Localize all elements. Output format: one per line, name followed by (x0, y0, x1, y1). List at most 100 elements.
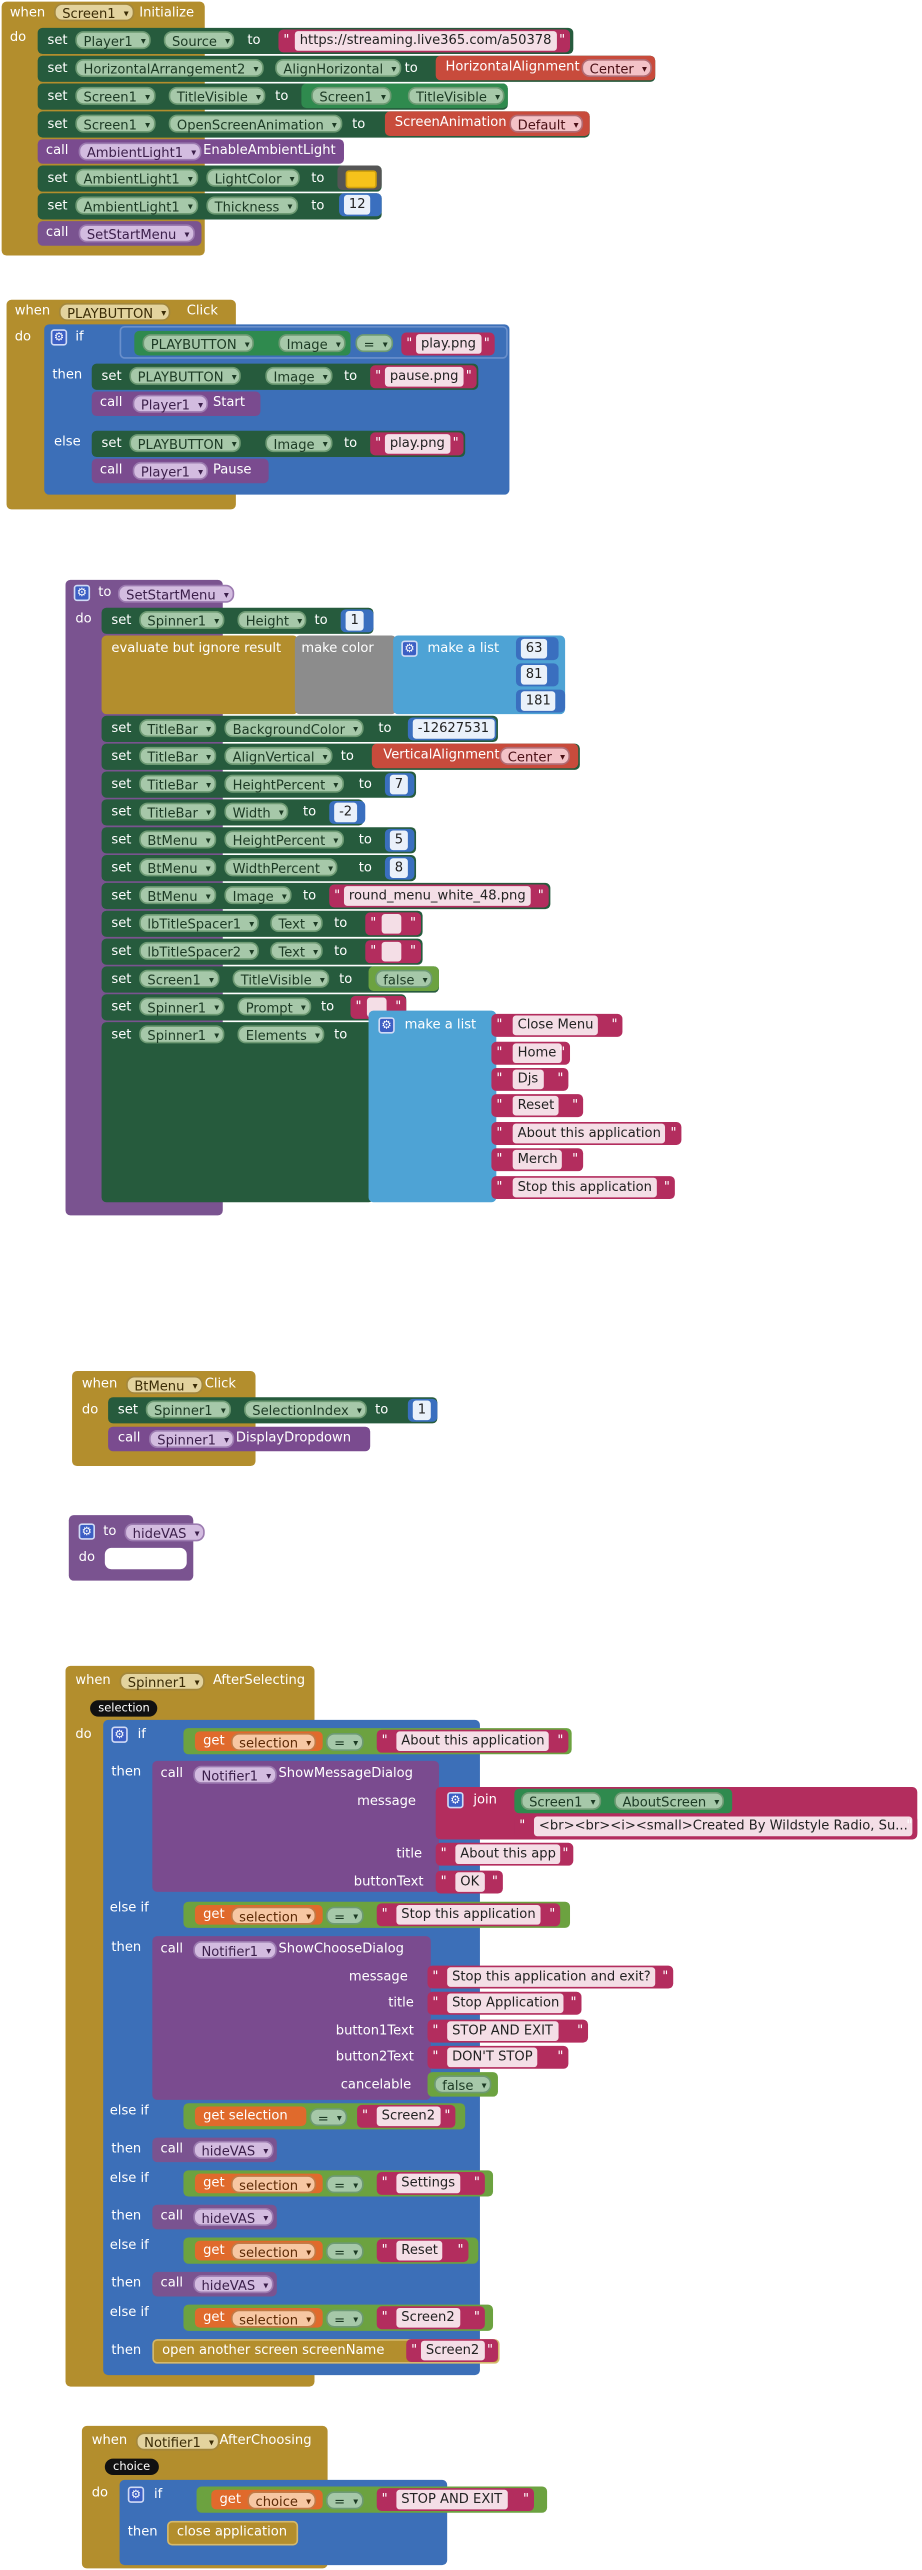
text-block[interactable]: "Settings" (376, 2171, 485, 2195)
number-block[interactable]: 8 (384, 856, 415, 880)
text-block[interactable]: "Stop this application" (376, 1903, 561, 1927)
component-dropdown[interactable]: Screen1 (54, 3, 134, 23)
text-value[interactable]: <br><br><i><small>Created By Wildstyle R… (533, 1816, 913, 1837)
list-item-text[interactable]: "Djs" (491, 1067, 569, 1091)
property-dropdown[interactable]: TitleVisible (232, 969, 330, 989)
property-dropdown[interactable]: Text (270, 914, 323, 934)
variable-dropdown[interactable]: selection (230, 1906, 317, 1926)
gear-icon[interactable]: ⚙ (73, 584, 91, 602)
text-block[interactable]: "<br><br><i><small>Created By Wildstyle … (514, 1814, 918, 1838)
component-dropdown[interactable]: AmbientLight1 (78, 142, 202, 162)
component-dropdown[interactable]: BtMenu (139, 886, 216, 906)
list-item-text[interactable]: "About this application" (491, 1122, 682, 1145)
list-item-text[interactable]: "Stop this application" (491, 1176, 675, 1200)
component-dropdown[interactable]: HorizontalArrangement2 (75, 58, 264, 79)
list-item-text[interactable]: "Close Menu" (491, 1013, 623, 1037)
property-dropdown[interactable]: Image (265, 434, 333, 454)
component-dropdown[interactable]: PLAYBUTTON (129, 366, 242, 387)
number-block[interactable]: -2 (329, 800, 366, 824)
call-block-notifier1-showchoosedialog[interactable] (152, 1936, 431, 2100)
event-parameter[interactable]: choice (104, 2458, 159, 2476)
text-value[interactable]: OK (455, 1872, 485, 1892)
list-item-text[interactable]: "Reset" (491, 1094, 584, 1118)
text-value[interactable] (381, 914, 402, 934)
component-dropdown[interactable]: Player1 (132, 394, 209, 414)
property-dropdown[interactable]: Source (163, 31, 236, 51)
text-value[interactable]: play.png (416, 334, 481, 354)
text-value[interactable]: Settings (396, 2173, 460, 2194)
text-block[interactable]: "play.png" (370, 432, 464, 456)
property-dropdown[interactable]: AlignVertical (224, 746, 333, 767)
gear-icon[interactable]: ⚙ (127, 2486, 145, 2503)
component-dropdown[interactable]: Spinner1 (139, 610, 225, 631)
text-value[interactable]: round_menu_white_48.png (343, 886, 531, 906)
helper-dropdown[interactable]: Center (499, 746, 570, 767)
component-dropdown[interactable]: PLAYBUTTON (142, 334, 255, 354)
property-dropdown[interactable]: Text (270, 941, 323, 962)
text-block[interactable]: "play.png" (401, 332, 495, 356)
property-dropdown[interactable]: WidthPercent (224, 858, 338, 878)
procedure-name-field[interactable]: SetStartMenu (117, 584, 234, 604)
property-dropdown[interactable]: TitleVisible (407, 86, 505, 106)
component-dropdown[interactable]: Screen1 (75, 114, 155, 134)
text-block[interactable]: "OK" (435, 1870, 503, 1894)
component-dropdown[interactable]: PLAYBUTTON (129, 434, 242, 454)
text-value[interactable]: https://streaming.live365.com/a50378 (294, 31, 557, 51)
color-swatch[interactable] (345, 170, 377, 189)
operator-dropdown[interactable]: = (325, 1733, 364, 1753)
text-value[interactable]: Close Menu (512, 1015, 599, 1036)
boolean-dropdown[interactable]: false (375, 969, 433, 989)
property-dropdown[interactable]: Elements (237, 1025, 325, 1045)
component-dropdown[interactable]: PLAYBUTTON (58, 303, 172, 323)
text-block[interactable]: "Screen2" (406, 2339, 498, 2362)
gear-icon[interactable]: ⚙ (401, 640, 418, 657)
component-dropdown[interactable]: Spinner1 (145, 1400, 231, 1420)
property-dropdown[interactable]: Image (265, 366, 333, 387)
text-block[interactable]: "STOP AND EXIT" (427, 2019, 589, 2043)
text-value[interactable]: pause.png (384, 366, 464, 387)
text-value[interactable]: Home (512, 1043, 562, 1064)
number-value[interactable]: -12627531 (412, 719, 495, 739)
text-value[interactable]: Screen2 (396, 2307, 460, 2328)
number-value[interactable]: 181 (520, 691, 556, 711)
property-dropdown[interactable]: AboutScreen (614, 1791, 725, 1812)
procedure-dropdown[interactable]: hideVAS (193, 2208, 274, 2228)
property-dropdown[interactable]: Width (224, 802, 289, 822)
variable-dropdown[interactable]: selection (230, 2175, 317, 2195)
text-value[interactable]: About this application (396, 1731, 550, 1752)
operator-dropdown[interactable]: = (325, 2175, 364, 2195)
setter-block-spinner1-elements[interactable] (101, 1022, 374, 1203)
component-dropdown[interactable]: TitleBar (139, 746, 216, 767)
variable-dropdown[interactable]: selection (230, 2242, 317, 2262)
text-block[interactable]: " " (365, 940, 421, 964)
component-dropdown[interactable]: Player1 (132, 461, 209, 482)
gear-icon[interactable]: ⚙ (50, 329, 68, 346)
number-block[interactable]: 7 (384, 773, 415, 797)
procedure-dropdown[interactable]: hideVAS (193, 2140, 274, 2161)
property-dropdown[interactable]: Prompt (237, 997, 311, 1017)
text-block[interactable]: "Stop this application and exit?" (427, 1965, 674, 1989)
component-dropdown[interactable]: Spinner1 (139, 1025, 225, 1045)
text-value[interactable]: Screen2 (420, 2340, 485, 2361)
text-value[interactable]: Stop Application (447, 1993, 565, 2014)
variable-dropdown[interactable]: choice (247, 2491, 316, 2511)
component-dropdown[interactable]: BtMenu (139, 858, 216, 878)
text-value[interactable]: Screen2 (376, 2106, 440, 2127)
component-dropdown[interactable]: lbTitleSpacer1 (139, 914, 260, 934)
property-dropdown[interactable]: TitleVisible (168, 86, 266, 106)
number-block[interactable]: 1 (407, 1398, 438, 1422)
component-dropdown[interactable]: AmbientLight1 (75, 168, 198, 188)
gear-icon[interactable]: ⚙ (78, 1523, 96, 1540)
operator-dropdown[interactable]: = (325, 2242, 364, 2262)
operator-dropdown[interactable]: = (355, 334, 393, 354)
number-block[interactable]: 181 (515, 689, 566, 713)
number-value[interactable]: 5 (389, 830, 409, 851)
text-value[interactable]: About this app (455, 1844, 561, 1865)
boolean-dropdown[interactable]: false (434, 2075, 492, 2095)
procedure-name-field[interactable]: hideVAS (124, 1523, 205, 1543)
number-block[interactable]: -12627531 (407, 717, 497, 741)
number-block[interactable]: 81 (515, 663, 559, 687)
number-block[interactable]: 12 (339, 193, 382, 217)
component-dropdown[interactable]: TitleBar (139, 802, 216, 822)
